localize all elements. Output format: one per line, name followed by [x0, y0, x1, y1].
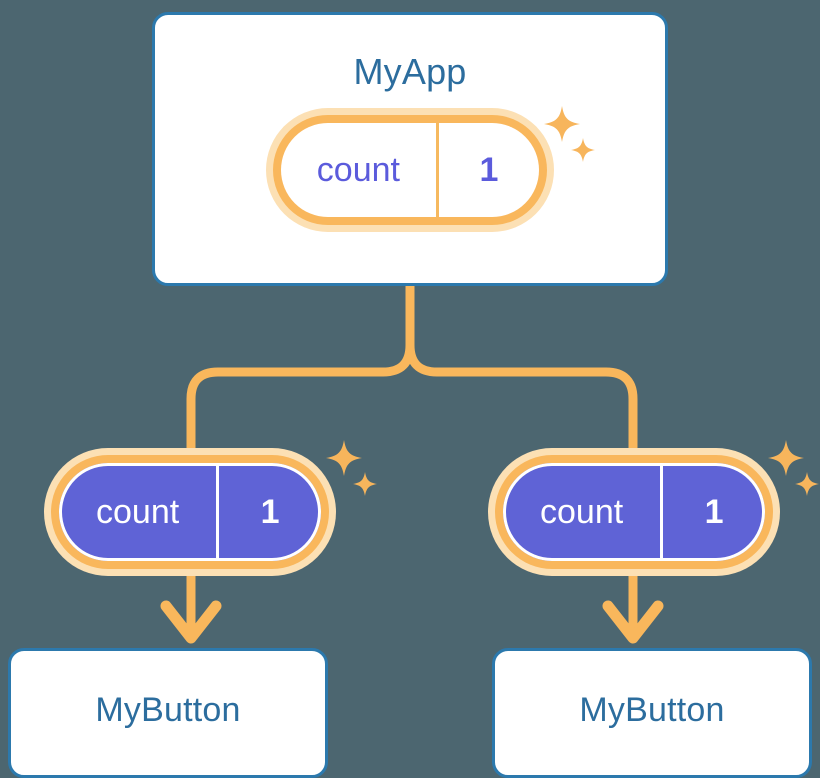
- state-key-label: count: [96, 493, 180, 531]
- state-value-label: 1: [435, 123, 539, 217]
- myapp-title: MyApp: [353, 51, 467, 92]
- mybutton-card-right: MyButton: [492, 648, 812, 778]
- state-pill-myapp: count 1: [266, 108, 554, 232]
- arrow-down-icon-left: [160, 600, 222, 644]
- branch-connector-right: [405, 281, 638, 457]
- pill-body: count 1: [59, 463, 321, 561]
- state-pill-child-right: count 1: [488, 448, 780, 576]
- mybutton-card-left: MyButton: [8, 648, 328, 778]
- arrow-down-icon-right: [602, 600, 664, 644]
- sparkle-icon-small: [795, 472, 819, 496]
- branch-connector-left: [186, 281, 415, 457]
- state-pill-child-left: count 1: [44, 448, 336, 576]
- state-value-label: 1: [660, 463, 765, 561]
- pill-body: count 1: [503, 463, 765, 561]
- mybutton-title-left: MyButton: [95, 691, 241, 729]
- state-value-label: 1: [216, 463, 321, 561]
- state-key-label: count: [316, 151, 400, 189]
- pill-body: count 1: [281, 123, 539, 217]
- mybutton-title-right: MyButton: [579, 691, 725, 729]
- state-key-label: count: [540, 493, 624, 531]
- sparkle-icon-small: [353, 472, 377, 496]
